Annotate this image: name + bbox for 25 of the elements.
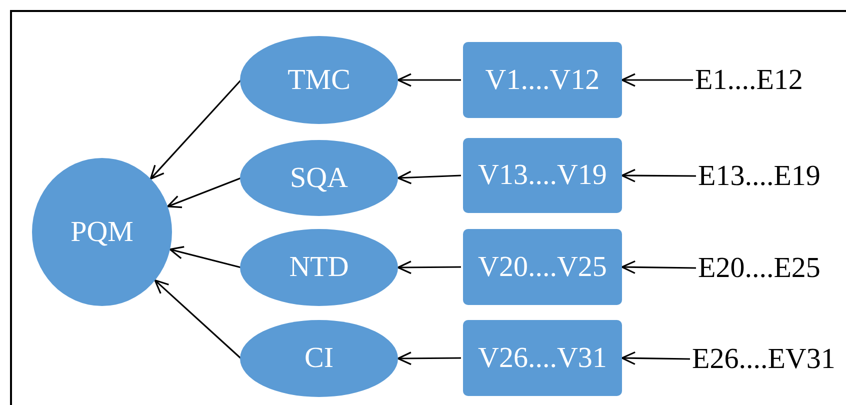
variable-label: E20....E25 bbox=[698, 252, 820, 284]
arrow bbox=[621, 168, 696, 182]
process-box: V1....V12 bbox=[463, 42, 622, 118]
variable-label: E26....EV31 bbox=[692, 342, 836, 376]
arrow bbox=[621, 260, 696, 274]
arrow bbox=[397, 352, 461, 366]
variable-label: E13....E19 bbox=[698, 160, 820, 192]
arrow bbox=[397, 260, 461, 274]
ellipse-node: PQM bbox=[32, 158, 172, 306]
arrow bbox=[166, 177, 242, 208]
arrow bbox=[150, 79, 242, 180]
ellipse-node: CI bbox=[240, 320, 398, 397]
arrow bbox=[621, 351, 690, 365]
arrow bbox=[397, 170, 462, 184]
process-box: V26....V31 bbox=[463, 320, 622, 396]
arrow bbox=[154, 279, 242, 360]
arrow bbox=[169, 246, 242, 268]
variable-label: E1....E12 bbox=[695, 64, 803, 96]
arrow bbox=[621, 73, 693, 87]
process-box: V20....V25 bbox=[463, 229, 622, 305]
process-box: V13....V19 bbox=[463, 138, 622, 213]
ellipse-node: SQA bbox=[240, 140, 398, 216]
ellipse-node: TMC bbox=[240, 36, 398, 124]
ellipse-node: NTD bbox=[240, 229, 398, 306]
arrow bbox=[397, 73, 461, 87]
